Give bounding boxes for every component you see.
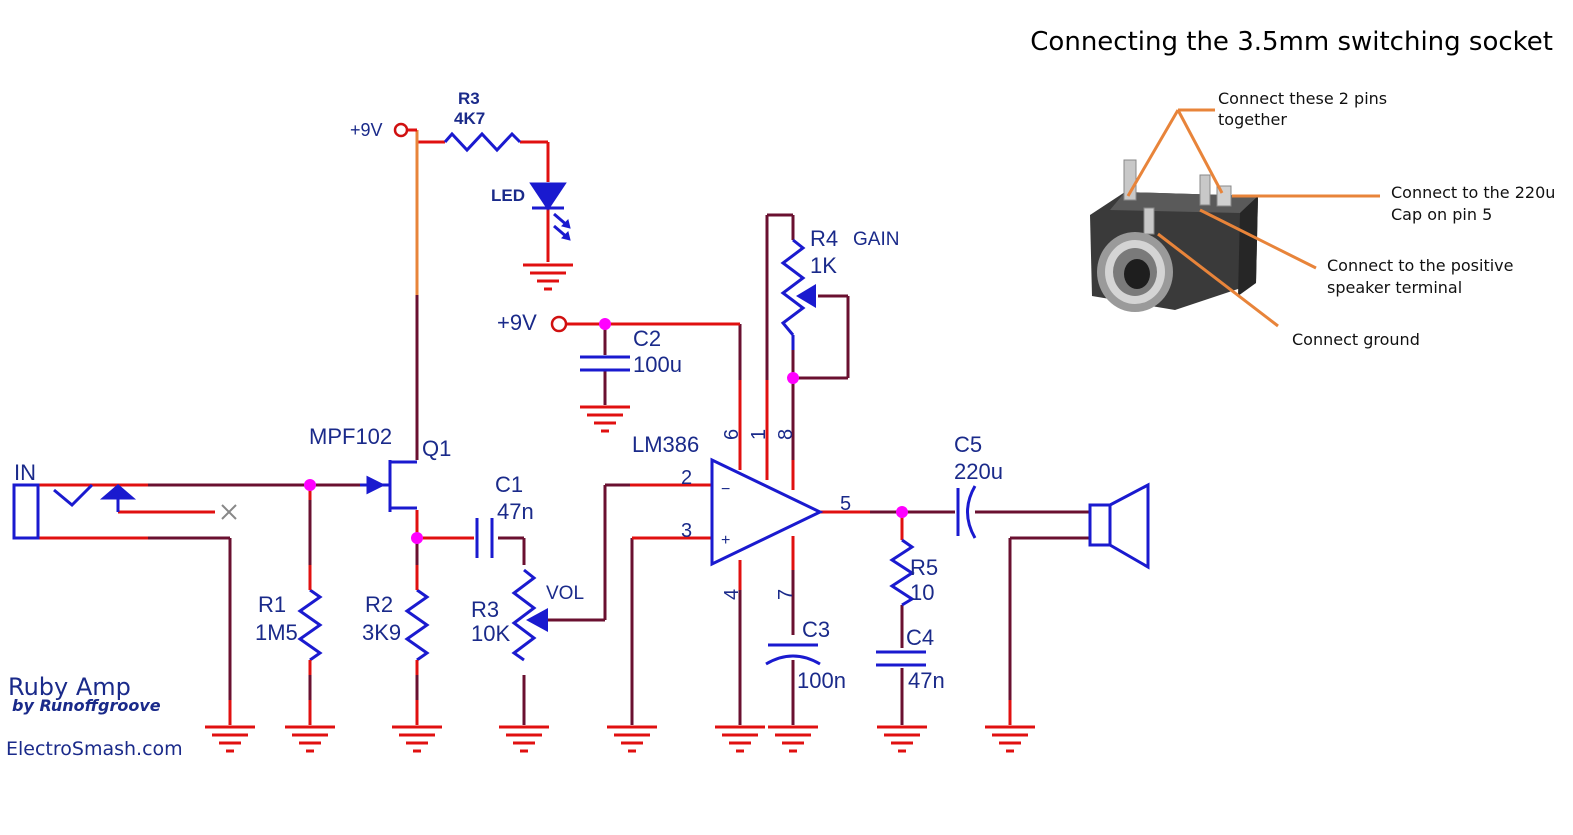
label-vol-value: 10K	[471, 621, 510, 646]
label-q1-part: MPF102	[309, 424, 392, 449]
label-pin-2: 2	[681, 467, 692, 489]
label-c4-value: 47n	[908, 668, 945, 693]
label-lm386: LM386	[632, 432, 699, 457]
resistors	[297, 131, 915, 675]
label-c4-name: C4	[906, 625, 934, 650]
label-opamp-minus: −	[721, 481, 730, 498]
brand-site: ElectroSmash.com	[6, 738, 183, 760]
callout-texts: Connect these 2 pins together Connect to…	[1218, 89, 1555, 349]
label-vol-name: R3	[471, 597, 499, 622]
label-r2-name: R2	[365, 592, 393, 617]
c5-plate-b	[966, 485, 977, 539]
ground-pin4	[715, 725, 765, 753]
led	[529, 182, 571, 241]
label-r4-value: 1K	[810, 253, 837, 278]
wires-dark	[148, 213, 1090, 725]
pot-wipers	[526, 284, 816, 632]
label-vol: VOL	[546, 583, 584, 604]
lm386-opamp	[710, 457, 824, 567]
ground-r1	[285, 725, 335, 753]
label-r3-top-name: R3	[458, 89, 480, 108]
r2-resistor	[404, 588, 430, 662]
component-labels: IN +9V R3 4K7 LED MPF102 Q1 R1 1M5 R2 3K…	[14, 89, 1003, 693]
label-c1-name: C1	[495, 472, 523, 497]
ground-c4	[877, 725, 927, 753]
label-r1-name: R1	[258, 592, 286, 617]
ground-speaker	[985, 725, 1035, 753]
callout-pins-line1: Connect these 2 pins	[1218, 89, 1387, 108]
brand-name: Ruby Amp	[8, 673, 131, 701]
grounds	[205, 263, 1035, 753]
label-led: LED	[491, 186, 525, 205]
label-r2-value: 3K9	[362, 620, 401, 645]
r3-top-resistor	[443, 131, 522, 153]
ground-pin3	[607, 725, 657, 753]
r4-pot	[780, 238, 806, 336]
label-r3-top-value: 4K7	[454, 109, 485, 128]
label-c1-value: 47n	[497, 499, 534, 524]
ground-jack	[205, 725, 255, 753]
ground-vol	[499, 725, 549, 753]
speaker	[1088, 482, 1150, 570]
label-pin-1: 1	[748, 429, 770, 440]
label-c3-value: 100n	[797, 668, 846, 693]
callout-speaker-line2: speaker terminal	[1327, 278, 1462, 297]
label-opamp-plus: +	[721, 532, 730, 549]
label-c2-name: C2	[633, 326, 661, 351]
power-terminals	[393, 122, 568, 333]
callout-pins-line2: together	[1218, 110, 1287, 129]
label-pin-3: 3	[681, 520, 692, 542]
label-c5-value: 220u	[954, 459, 1003, 484]
r5-resistor	[889, 538, 915, 607]
label-c5-name: C5	[954, 432, 982, 457]
label-pin-8: 8	[775, 429, 797, 440]
label-pin-4: 4	[721, 589, 743, 600]
label-q1-name: Q1	[422, 436, 451, 461]
ground-c3	[768, 725, 818, 753]
callout-ground: Connect ground	[1292, 330, 1420, 349]
branding: Ruby Amp by Runoffgroove ElectroSmash.co…	[6, 673, 183, 760]
label-pin-5: 5	[840, 493, 851, 515]
page-title: Connecting the 3.5mm switching socket	[1030, 27, 1553, 57]
label-pin-7: 7	[775, 589, 797, 600]
label-vcc-top: +9V	[350, 120, 383, 140]
label-c3-name: C3	[802, 617, 830, 642]
socket-photo	[1090, 159, 1258, 312]
callout-speaker-line1: Connect to the positive	[1327, 256, 1514, 275]
label-in: IN	[14, 460, 36, 485]
brand-author: by Runoffgroove	[12, 696, 161, 715]
callout-cap-line1: Connect to the 220u	[1391, 183, 1555, 202]
ground-led	[523, 263, 573, 291]
input-jack	[12, 483, 137, 540]
r1-resistor	[297, 588, 323, 662]
capacitors	[475, 355, 977, 667]
c3-plate-b	[765, 654, 821, 666]
vcc-mid-terminal	[550, 315, 568, 333]
label-vcc-mid: +9V	[497, 310, 537, 335]
vol-pot	[511, 568, 537, 662]
ground-r2	[392, 725, 442, 753]
label-r4-name: R4	[810, 226, 838, 251]
label-c2-value: 100u	[633, 352, 682, 377]
junctions	[304, 318, 908, 544]
q1-jfet	[360, 460, 417, 512]
label-pin-6: 6	[721, 429, 743, 440]
label-r5-value: 10	[910, 580, 934, 605]
vcc-top-terminal	[393, 122, 409, 138]
label-r1-value: 1M5	[255, 620, 298, 645]
label-r5-name: R5	[910, 555, 938, 580]
callout-lines	[1126, 108, 1380, 328]
unused-pin-x-mark	[221, 504, 237, 520]
ground-c2	[580, 405, 630, 433]
callout-cap-line2: Cap on pin 5	[1391, 205, 1492, 224]
label-gain: GAIN	[853, 229, 899, 250]
